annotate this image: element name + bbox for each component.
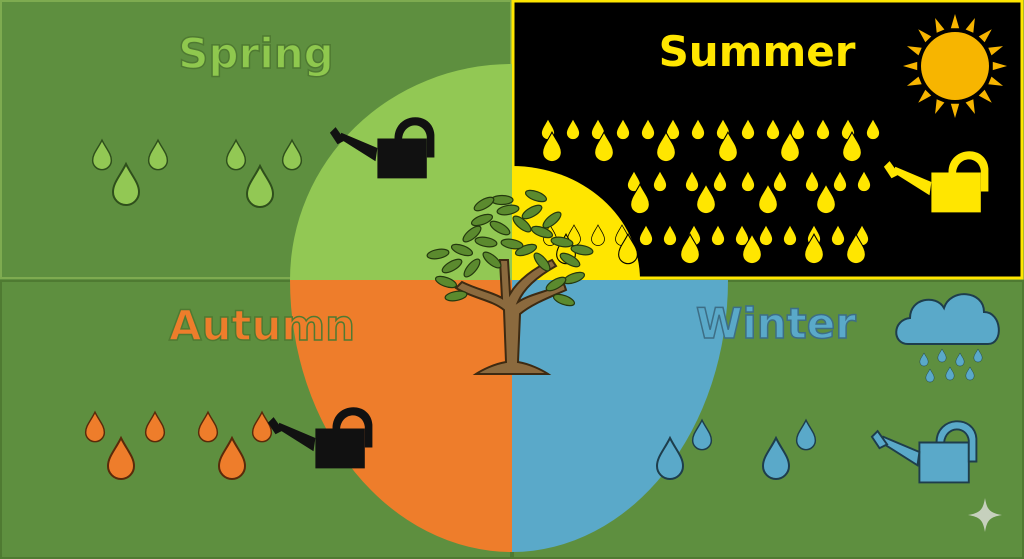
winter-title: Winter — [696, 299, 856, 348]
sun-icon — [903, 14, 1007, 118]
olive-tree-icon — [426, 189, 594, 375]
autumn-title: Autumn — [169, 301, 355, 350]
summer-title: Summer — [659, 27, 856, 76]
autumn-circle-quarter — [290, 280, 512, 552]
summer-circle-quarter — [512, 166, 640, 280]
rain-cloud-icon — [895, 293, 1000, 383]
sparkle-icon — [968, 498, 1002, 532]
winter-circle-quarter — [512, 280, 728, 552]
spring-title: Spring — [178, 29, 333, 78]
